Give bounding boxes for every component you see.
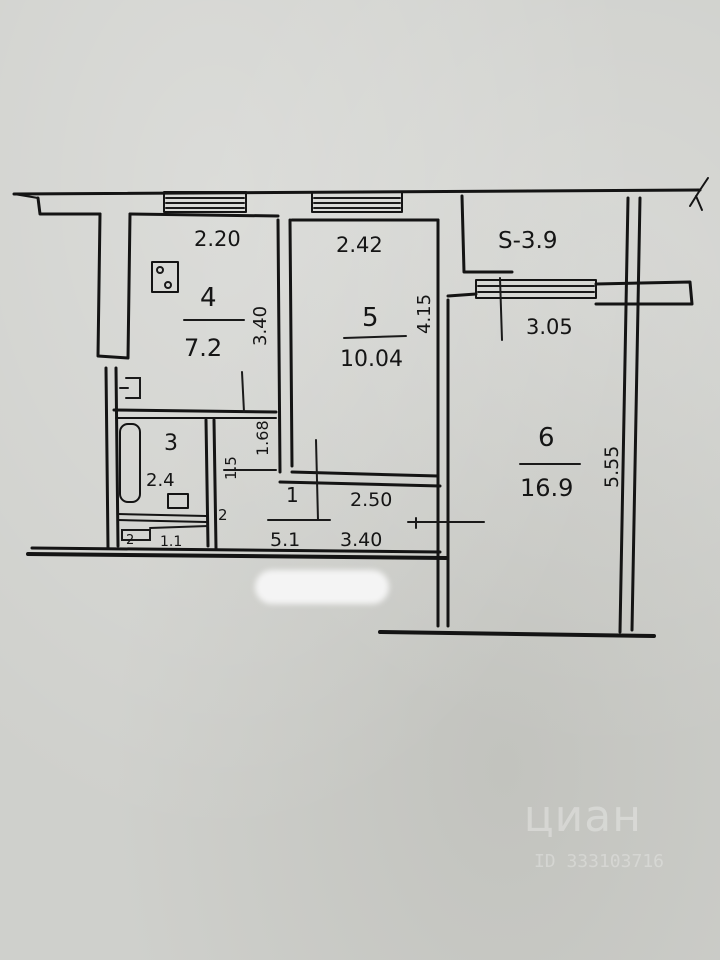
bath-width-label: 1.68 — [253, 420, 272, 456]
stove-icon — [151, 261, 179, 293]
room-number: 1 — [286, 483, 299, 507]
room-area: 10.04 — [340, 347, 403, 372]
room-area: 5.1 — [270, 529, 300, 551]
kitchen-width-label: 2.20 — [194, 227, 241, 251]
kitchen-depth-label: 3.40 — [250, 306, 271, 346]
hall-width-label: 2.50 — [350, 489, 392, 511]
room-labels: 4 7.2 5 10.04 6 16.9 3 2.4 1 5.1 2 1.1 — [126, 283, 573, 551]
windows — [163, 191, 597, 299]
room-number: 2 — [126, 533, 134, 548]
watermark-logo: циан — [523, 791, 642, 842]
bathtub-icon — [119, 423, 141, 503]
toilet-icon — [167, 493, 189, 509]
balcony-length-label: 3.05 — [526, 315, 573, 339]
room-area: 16.9 — [520, 474, 573, 502]
room-area: 2.4 — [146, 470, 175, 491]
room6-depth-label: 5.55 — [601, 446, 623, 488]
exterior-walls — [12, 177, 709, 638]
dimension-labels: 2.20 2.42 S-3.9 3.05 3.40 4.15 1.68 1.5 … — [194, 227, 623, 551]
balcony-area-label: S-3.9 — [498, 228, 557, 254]
bath-side-label: 2 — [218, 506, 228, 524]
room5-width-label: 2.42 — [336, 233, 383, 257]
bath-depth-label: 1.5 — [222, 456, 240, 480]
fixtures — [119, 261, 189, 541]
hall-length-label: 3.40 — [340, 529, 382, 551]
room-area: 1.1 — [160, 534, 182, 550]
redaction-blob — [255, 570, 389, 604]
room-number: 4 — [200, 283, 217, 313]
room5-depth-label: 4.15 — [414, 294, 435, 334]
room-number: 3 — [164, 431, 178, 456]
room-area: 7.2 — [184, 334, 222, 362]
dimension-marks — [149, 277, 581, 529]
watermark-id: ID 333103716 — [533, 851, 664, 872]
room-number: 5 — [362, 303, 379, 333]
room-number: 6 — [538, 423, 555, 453]
